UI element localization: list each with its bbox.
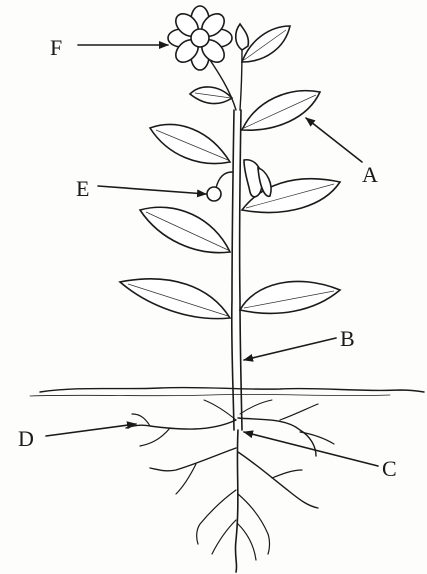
stem xyxy=(232,110,234,430)
label-e: E xyxy=(76,176,89,201)
soil-line-inner xyxy=(30,394,390,396)
fruit-stalk xyxy=(216,172,232,188)
stem-outline xyxy=(240,110,242,430)
label-f: F xyxy=(50,35,62,60)
label-a: A xyxy=(362,162,378,187)
label-d: D xyxy=(18,426,34,451)
arrow-b xyxy=(244,338,336,360)
label-c: C xyxy=(382,456,397,481)
flower-bud xyxy=(236,24,249,50)
arrow-c xyxy=(244,432,378,466)
soil-line xyxy=(40,387,424,392)
bud-stalk xyxy=(240,50,242,110)
arrow-e xyxy=(98,186,206,194)
arrow-d xyxy=(46,424,136,436)
flower xyxy=(168,6,232,70)
arrow-a xyxy=(306,118,362,162)
roots xyxy=(126,400,334,572)
label-b: B xyxy=(340,326,355,351)
fruit xyxy=(207,187,221,201)
